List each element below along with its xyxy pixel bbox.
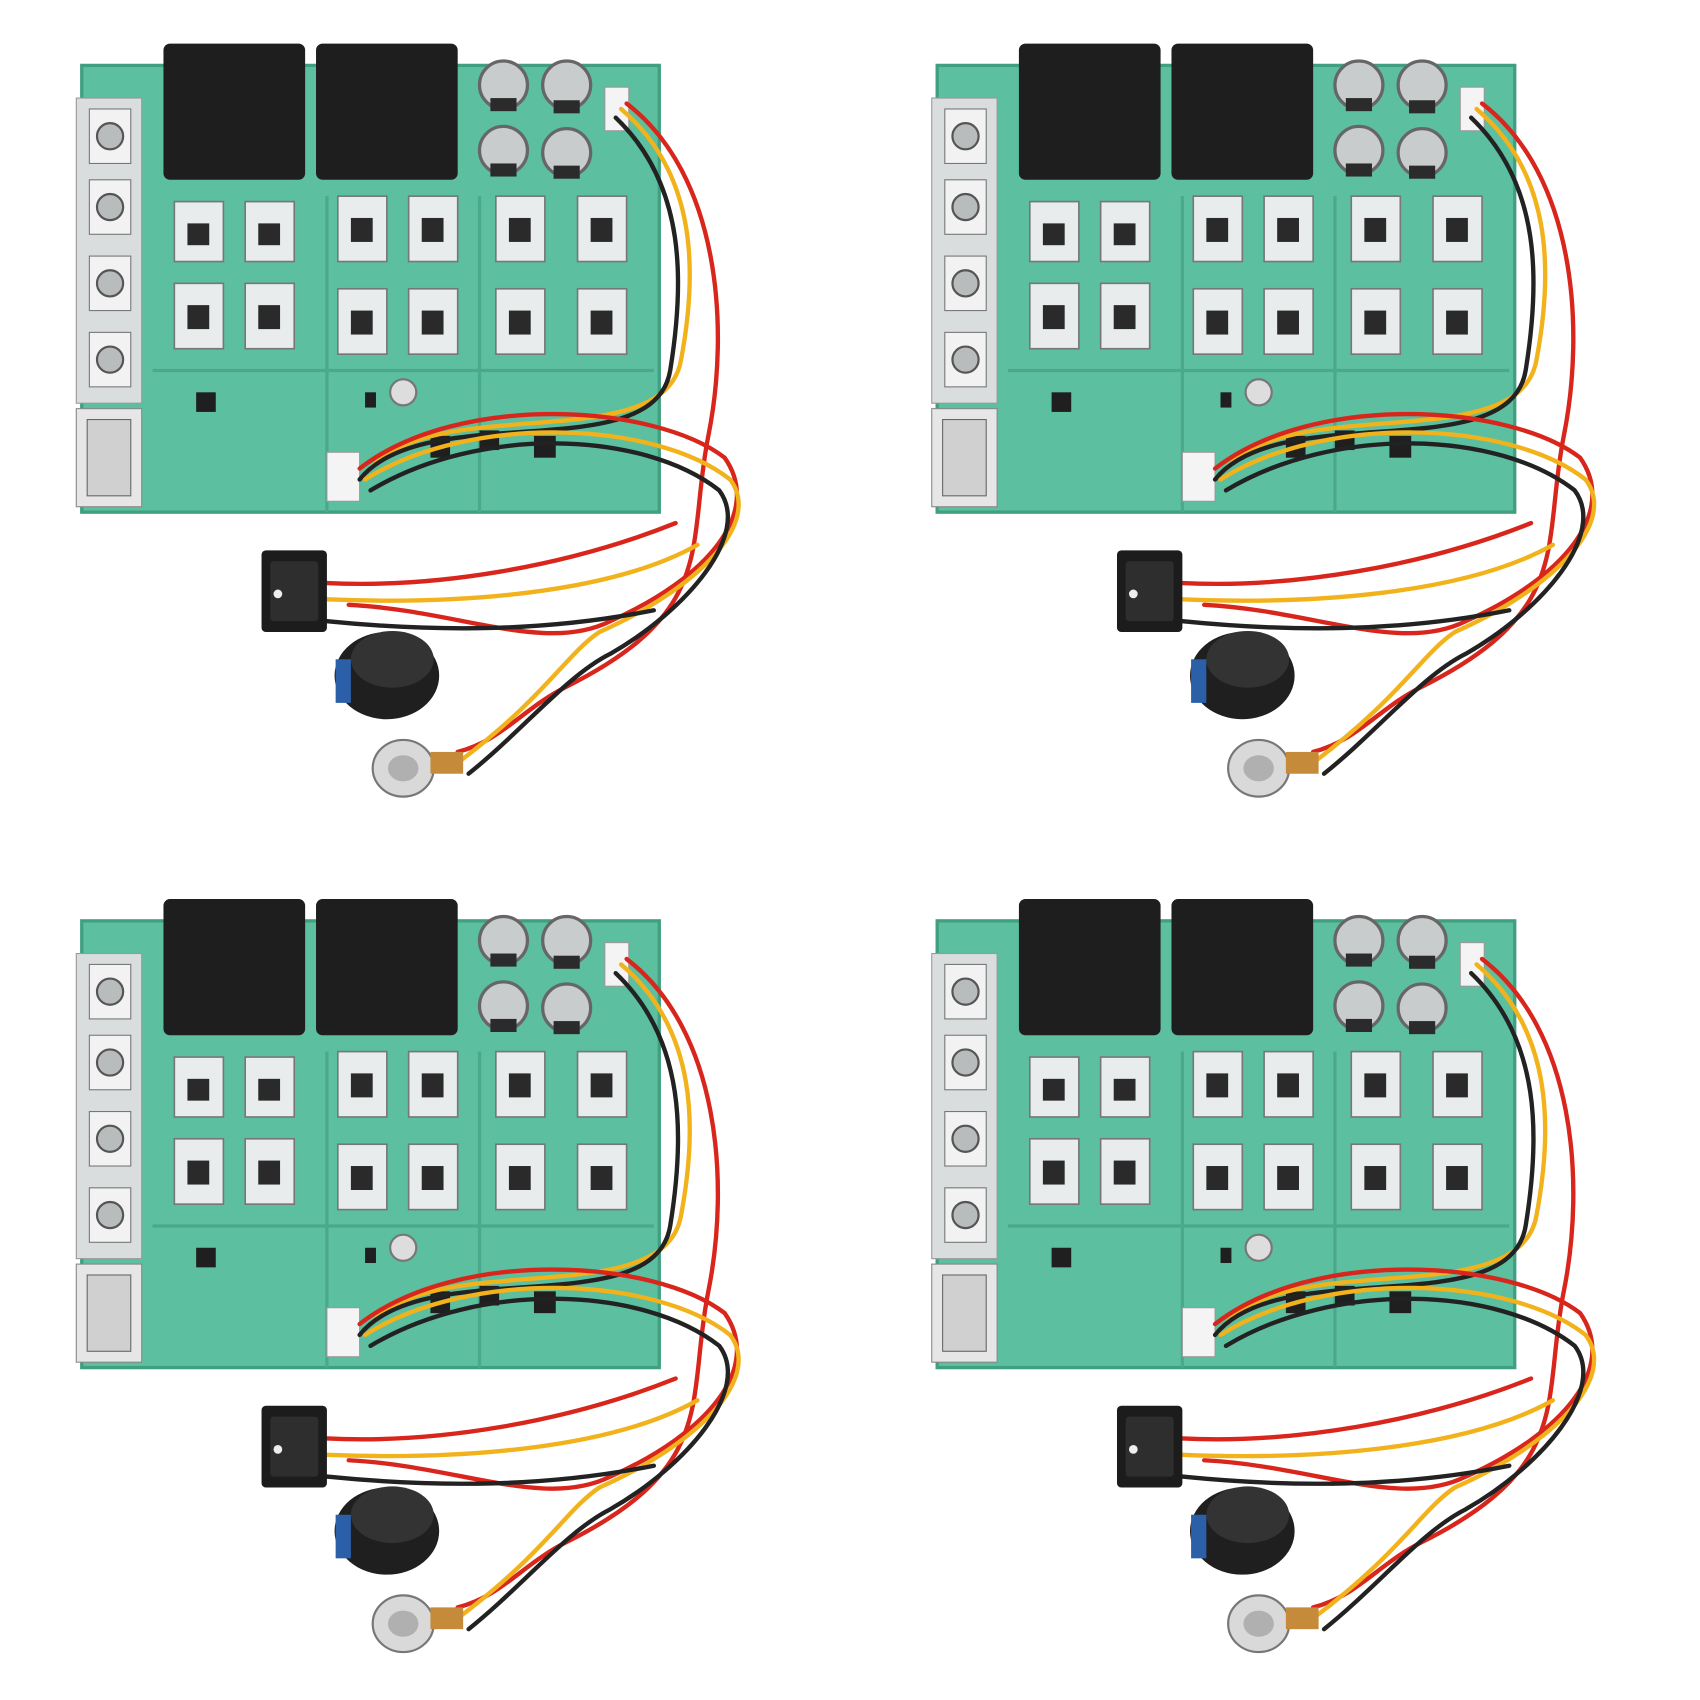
controller-board	[76, 44, 738, 797]
controller-board	[932, 44, 1594, 797]
controller-board	[932, 899, 1594, 1652]
controller-board	[76, 899, 738, 1652]
